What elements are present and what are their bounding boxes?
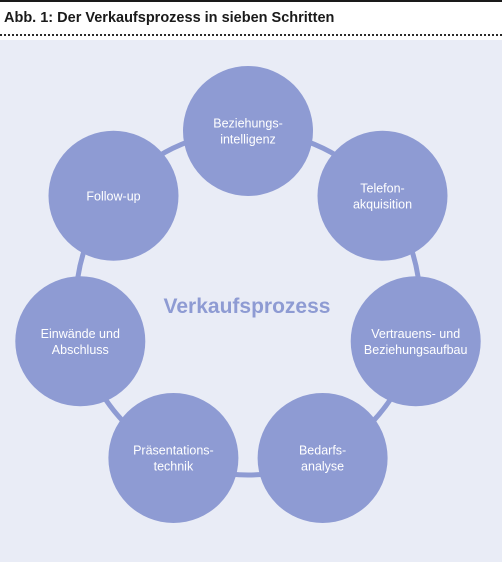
center-label: Verkaufsprozess [164, 295, 331, 318]
step-label-line: Telefon- [360, 181, 404, 195]
step-circle [317, 130, 448, 261]
step-label-line: akquisition [353, 197, 412, 211]
figure-caption: Abb. 1: Der Verkaufsprozess in sieben Sc… [4, 10, 335, 26]
step-node-7: Follow-up [48, 130, 179, 261]
dotted-separator [0, 34, 502, 36]
step-label-line: technik [154, 460, 194, 474]
step-circle [108, 393, 239, 523]
step-label-line: Follow-up [86, 189, 140, 203]
step-label-line: Bedarfs- [299, 444, 346, 458]
step-label-line: Abschluss [52, 343, 109, 357]
step-label-line: Präsentations- [133, 444, 214, 458]
step-node-5: Präsentations-technik [108, 393, 239, 523]
cycle-nodes: Beziehungs-intelligenzTelefon-akquisitio… [15, 66, 481, 523]
step-label-line: Beziehungs- [213, 117, 283, 131]
step-circle [257, 393, 388, 523]
step-node-4: Bedarfs-analyse [257, 393, 388, 523]
step-circle [15, 276, 146, 407]
step-label-line: analyse [301, 460, 344, 474]
step-label-line: Einwände und [41, 327, 120, 341]
top-rule [0, 0, 502, 2]
step-label-line: Vertrauens- und [371, 327, 460, 341]
step-circle [350, 276, 481, 407]
step-label-line: intelligenz [220, 133, 276, 147]
step-label-line: Beziehungsaufbau [364, 343, 468, 357]
step-node-1: Beziehungs-intelligenz [183, 66, 313, 196]
step-node-2: Telefon-akquisition [317, 130, 448, 261]
step-circle [48, 130, 179, 261]
step-circle [183, 66, 313, 196]
